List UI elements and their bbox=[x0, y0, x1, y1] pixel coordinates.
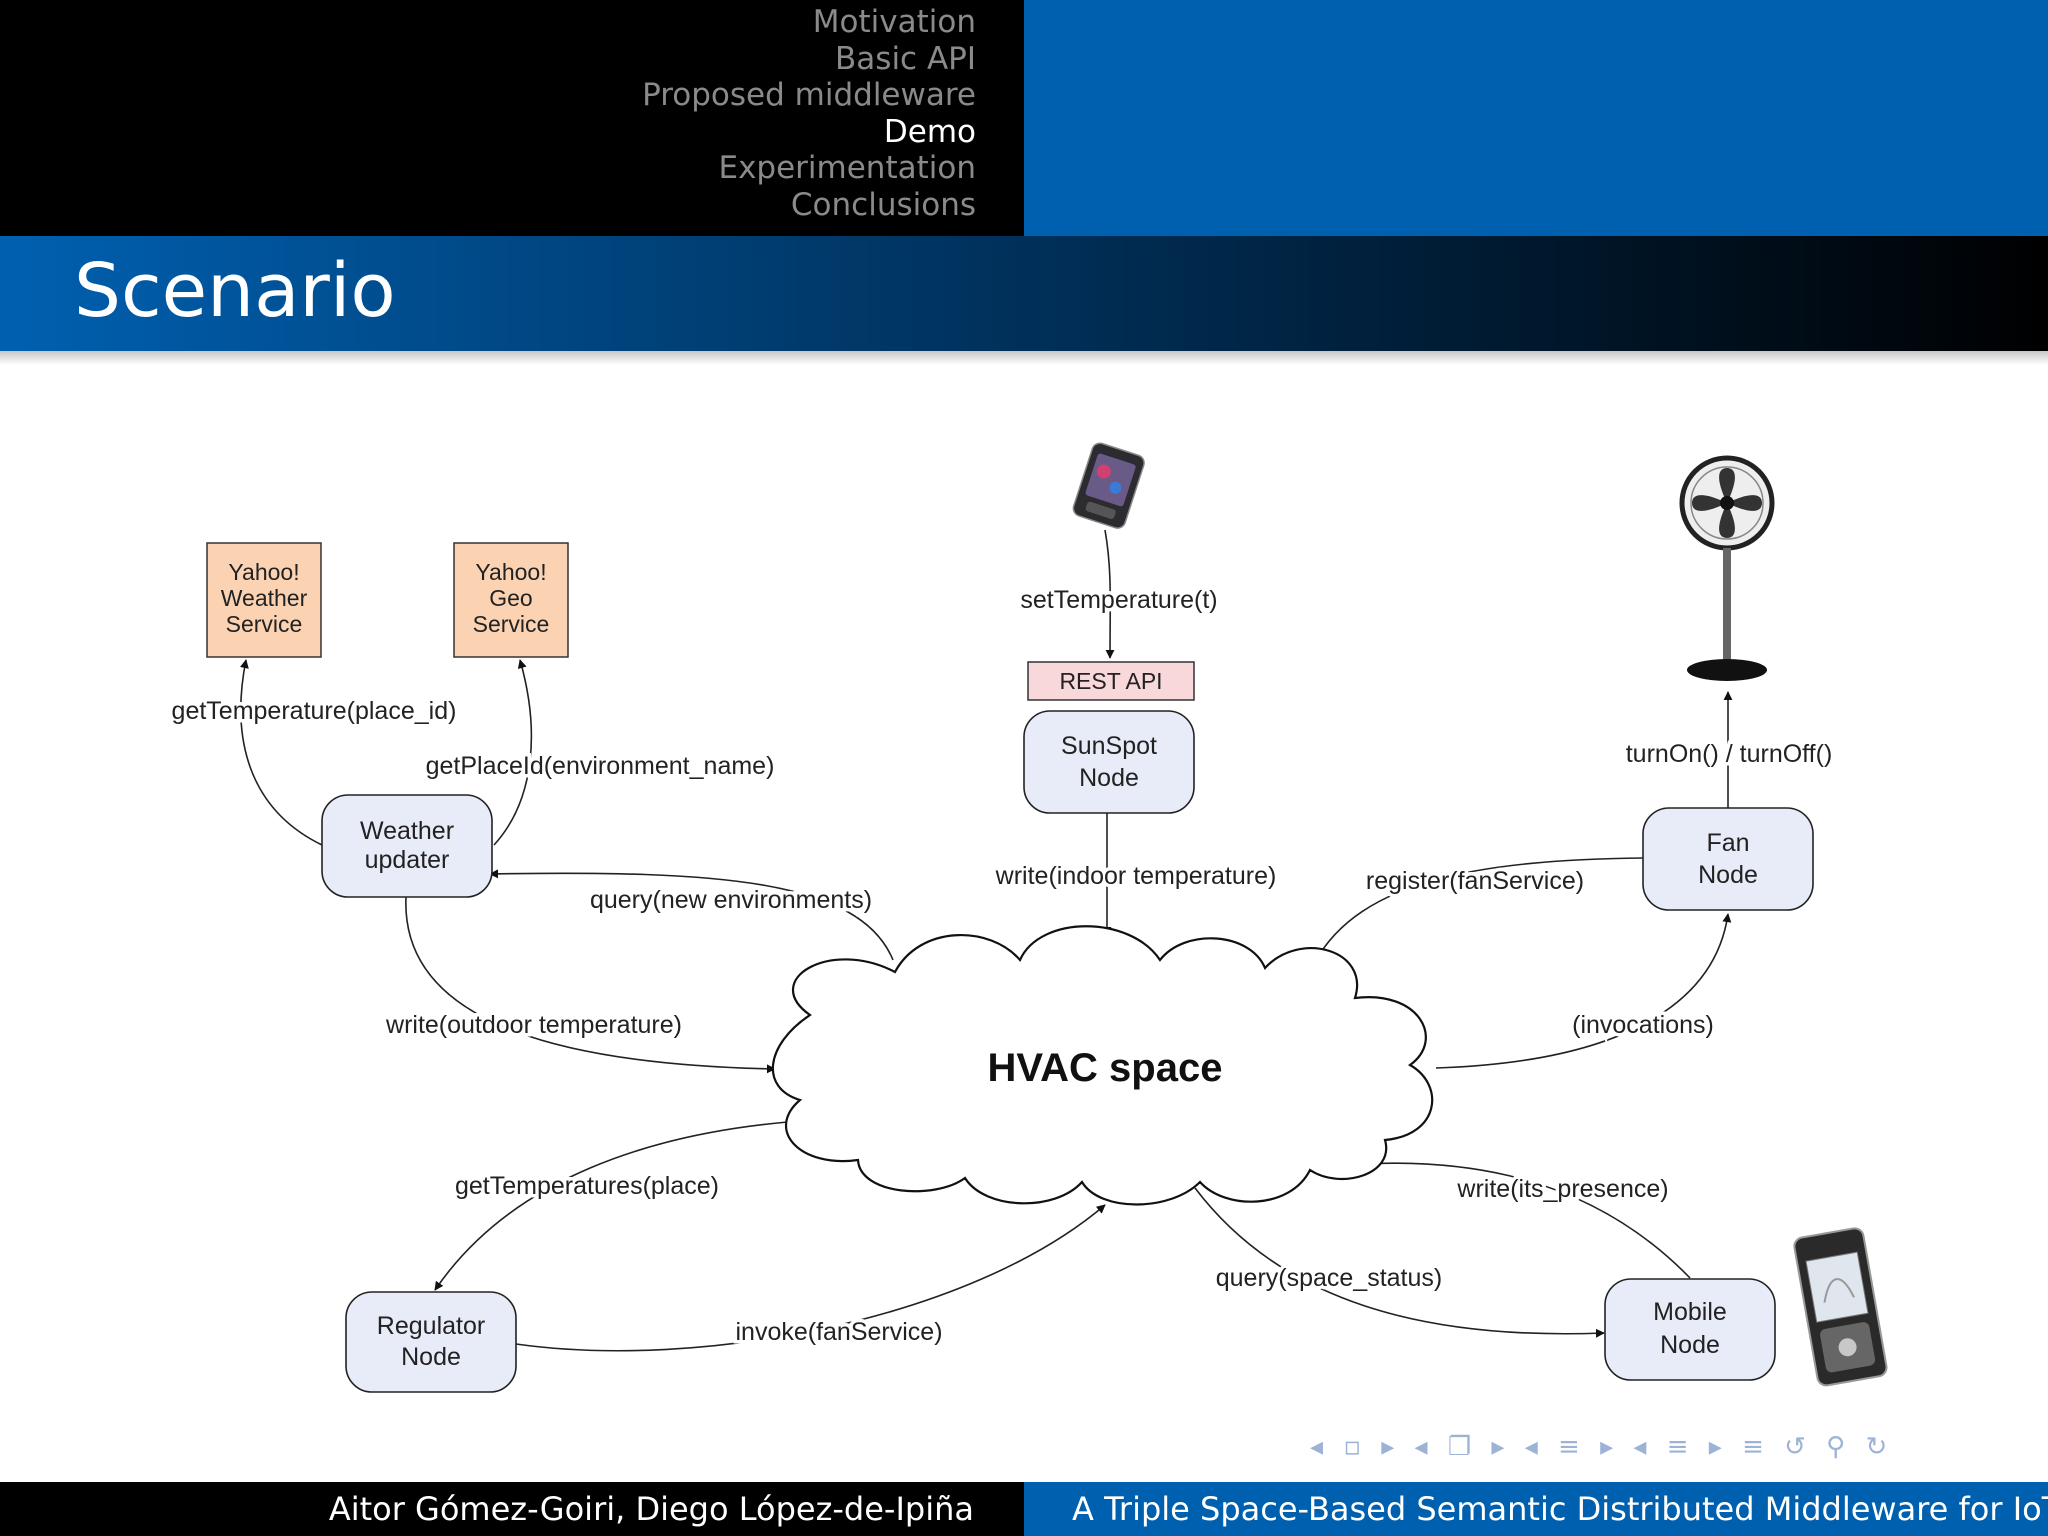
header-right-panel bbox=[1024, 0, 2048, 236]
label-query-space-status: query(space_status) bbox=[1216, 1264, 1443, 1292]
weather-updater-node: Weather updater bbox=[321, 794, 493, 898]
header-bar: Motivation Basic API Proposed middleware… bbox=[0, 0, 2048, 236]
edge-fan-node-to-space bbox=[1314, 857, 1644, 963]
header-left-panel bbox=[0, 0, 1024, 236]
title-shadow bbox=[0, 351, 2048, 365]
nav-item-basic-api[interactable]: Basic API bbox=[835, 40, 976, 77]
connectors bbox=[240, 529, 1733, 1352]
title-bar: Scenario bbox=[0, 236, 2048, 351]
edge-space-to-mobile-node bbox=[1194, 1187, 1605, 1338]
footer-bar: Aitor Gómez-Goiri, Diego López-de-Ipiña … bbox=[0, 1482, 2048, 1536]
footer-authors: Aitor Gómez-Goiri, Diego López-de-Ipiña bbox=[328, 1490, 974, 1528]
edge-weather-updater-to-space bbox=[405, 896, 776, 1074]
fan-node-line-2: Node bbox=[1698, 861, 1758, 889]
weather-updater-line-2: updater bbox=[365, 846, 450, 874]
label-get-place-id: getPlaceId(environment_name) bbox=[426, 752, 775, 780]
mobile-node-line-1: Mobile bbox=[1653, 1298, 1727, 1326]
nav-item-demo[interactable]: Demo bbox=[883, 113, 976, 150]
smartphone-icon bbox=[1072, 442, 1145, 529]
nav-item-conclusions[interactable]: Conclusions bbox=[790, 186, 976, 223]
edge-regulator-node-to-space bbox=[515, 1204, 1106, 1352]
sunspot-line-2: Node bbox=[1079, 764, 1139, 792]
slide-navigation-symbols[interactable]: ◂ ▫ ▸ ◂ ❐ ▸ ◂ ≡ ▸ ◂ ≡ ▸ ≡ ↺ ⚲ ↻ bbox=[1310, 1432, 1894, 1462]
label-get-temperature: getTemperature(place_id) bbox=[172, 697, 457, 725]
label-query-new-environments: query(new environments) bbox=[590, 886, 872, 914]
regulator-node: Regulator Node bbox=[345, 1291, 517, 1393]
edge-space-to-weather-updater bbox=[489, 869, 894, 961]
mobile-phone-icon bbox=[1793, 1227, 1888, 1387]
sunspot-node: SunSpot Node bbox=[1023, 710, 1195, 814]
nav-item-proposed-middleware[interactable]: Proposed middleware bbox=[642, 77, 976, 113]
fan-node: Fan Node bbox=[1642, 807, 1814, 911]
label-turn-on-off: turnOn() / turnOff() bbox=[1626, 740, 1833, 768]
footer-left-panel bbox=[0, 1482, 1024, 1536]
weather-updater-line-1: Weather bbox=[360, 817, 454, 845]
rest-api-label: REST API bbox=[1059, 668, 1162, 694]
label-set-temperature: setTemperature(t) bbox=[1020, 586, 1217, 614]
label-write-indoor: write(indoor temperature) bbox=[995, 862, 1277, 890]
footer-talk-title: A Triple Space-Based Semantic Distribute… bbox=[1072, 1490, 2048, 1528]
label-invocations: (invocations) bbox=[1572, 1011, 1714, 1039]
yahoo-geo-service: Yahoo! Geo Service bbox=[453, 542, 569, 658]
fan-icon bbox=[1679, 455, 1775, 681]
regulator-line-2: Node bbox=[401, 1343, 461, 1371]
edge-weather-updater-to-weather-service bbox=[240, 659, 323, 846]
fan-node-line-1: Fan bbox=[1706, 829, 1749, 857]
mobile-node: Mobile Node bbox=[1604, 1278, 1776, 1381]
label-register-fan-service: register(fanService) bbox=[1366, 867, 1584, 895]
label-invoke-fan-service: invoke(fanService) bbox=[735, 1318, 942, 1346]
nav-item-motivation[interactable]: Motivation bbox=[812, 4, 976, 40]
regulator-line-1: Regulator bbox=[377, 1312, 485, 1340]
label-write-presence: write(its_presence) bbox=[1456, 1175, 1668, 1203]
edge-labels: getTemperature(place_id) getPlaceId(envi… bbox=[168, 583, 1836, 1350]
geo-service-line-3: Service bbox=[473, 611, 550, 637]
slide-title: Scenario bbox=[74, 248, 396, 334]
sunspot-line-1: SunSpot bbox=[1061, 732, 1157, 760]
nav-item-experimentation[interactable]: Experimentation bbox=[718, 150, 977, 186]
footer-right-panel bbox=[1024, 1482, 2048, 1536]
edge-space-to-fan-node bbox=[1435, 913, 1732, 1069]
label-write-outdoor: write(outdoor temperature) bbox=[385, 1011, 682, 1039]
geo-service-line-2: Geo bbox=[489, 585, 532, 611]
edge-smartphone-to-rest-api bbox=[1104, 529, 1115, 659]
section-nav: Motivation Basic API Proposed middleware… bbox=[642, 4, 976, 223]
edge-space-to-regulator-node bbox=[434, 1119, 816, 1291]
edge-weather-updater-to-geo-service bbox=[493, 659, 533, 846]
weather-service-line-1: Yahoo! bbox=[228, 559, 299, 585]
weather-service-line-3: Service bbox=[226, 611, 303, 637]
hvac-space-label: HVAC space bbox=[988, 1046, 1223, 1090]
geo-service-line-1: Yahoo! bbox=[475, 559, 546, 585]
yahoo-weather-service: Yahoo! Weather Service bbox=[206, 542, 322, 658]
hvac-space-cloud bbox=[771, 925, 1434, 1206]
weather-service-line-2: Weather bbox=[221, 585, 308, 611]
mobile-node-line-2: Node bbox=[1660, 1331, 1720, 1359]
label-get-temperatures: getTemperatures(place) bbox=[455, 1172, 719, 1200]
rest-api-box: REST API bbox=[1027, 661, 1195, 701]
